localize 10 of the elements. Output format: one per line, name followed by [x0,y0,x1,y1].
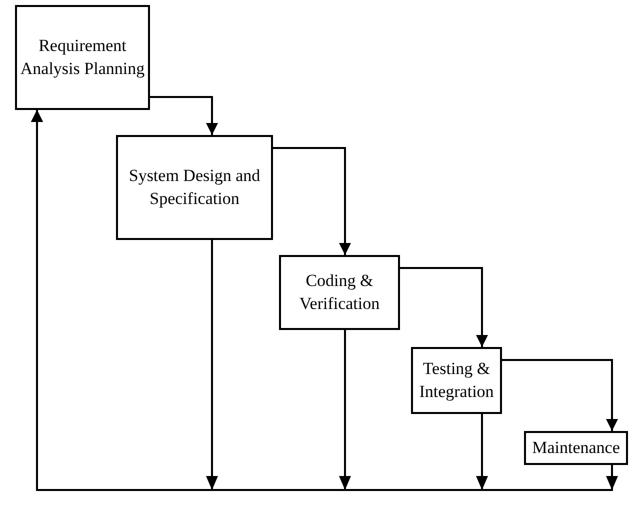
process-box [279,255,400,330]
step-label: Maintenance [532,436,620,459]
process-box [15,5,150,110]
step-label: Requirement Analysis Planning [19,34,146,80]
process-box [524,431,628,465]
step-label: Coding & Verification [298,270,381,314]
step-label: System Design and Specification [128,164,262,210]
step-label: Testing & Integration [418,358,495,403]
process-box [411,347,502,414]
process-box [116,135,273,240]
